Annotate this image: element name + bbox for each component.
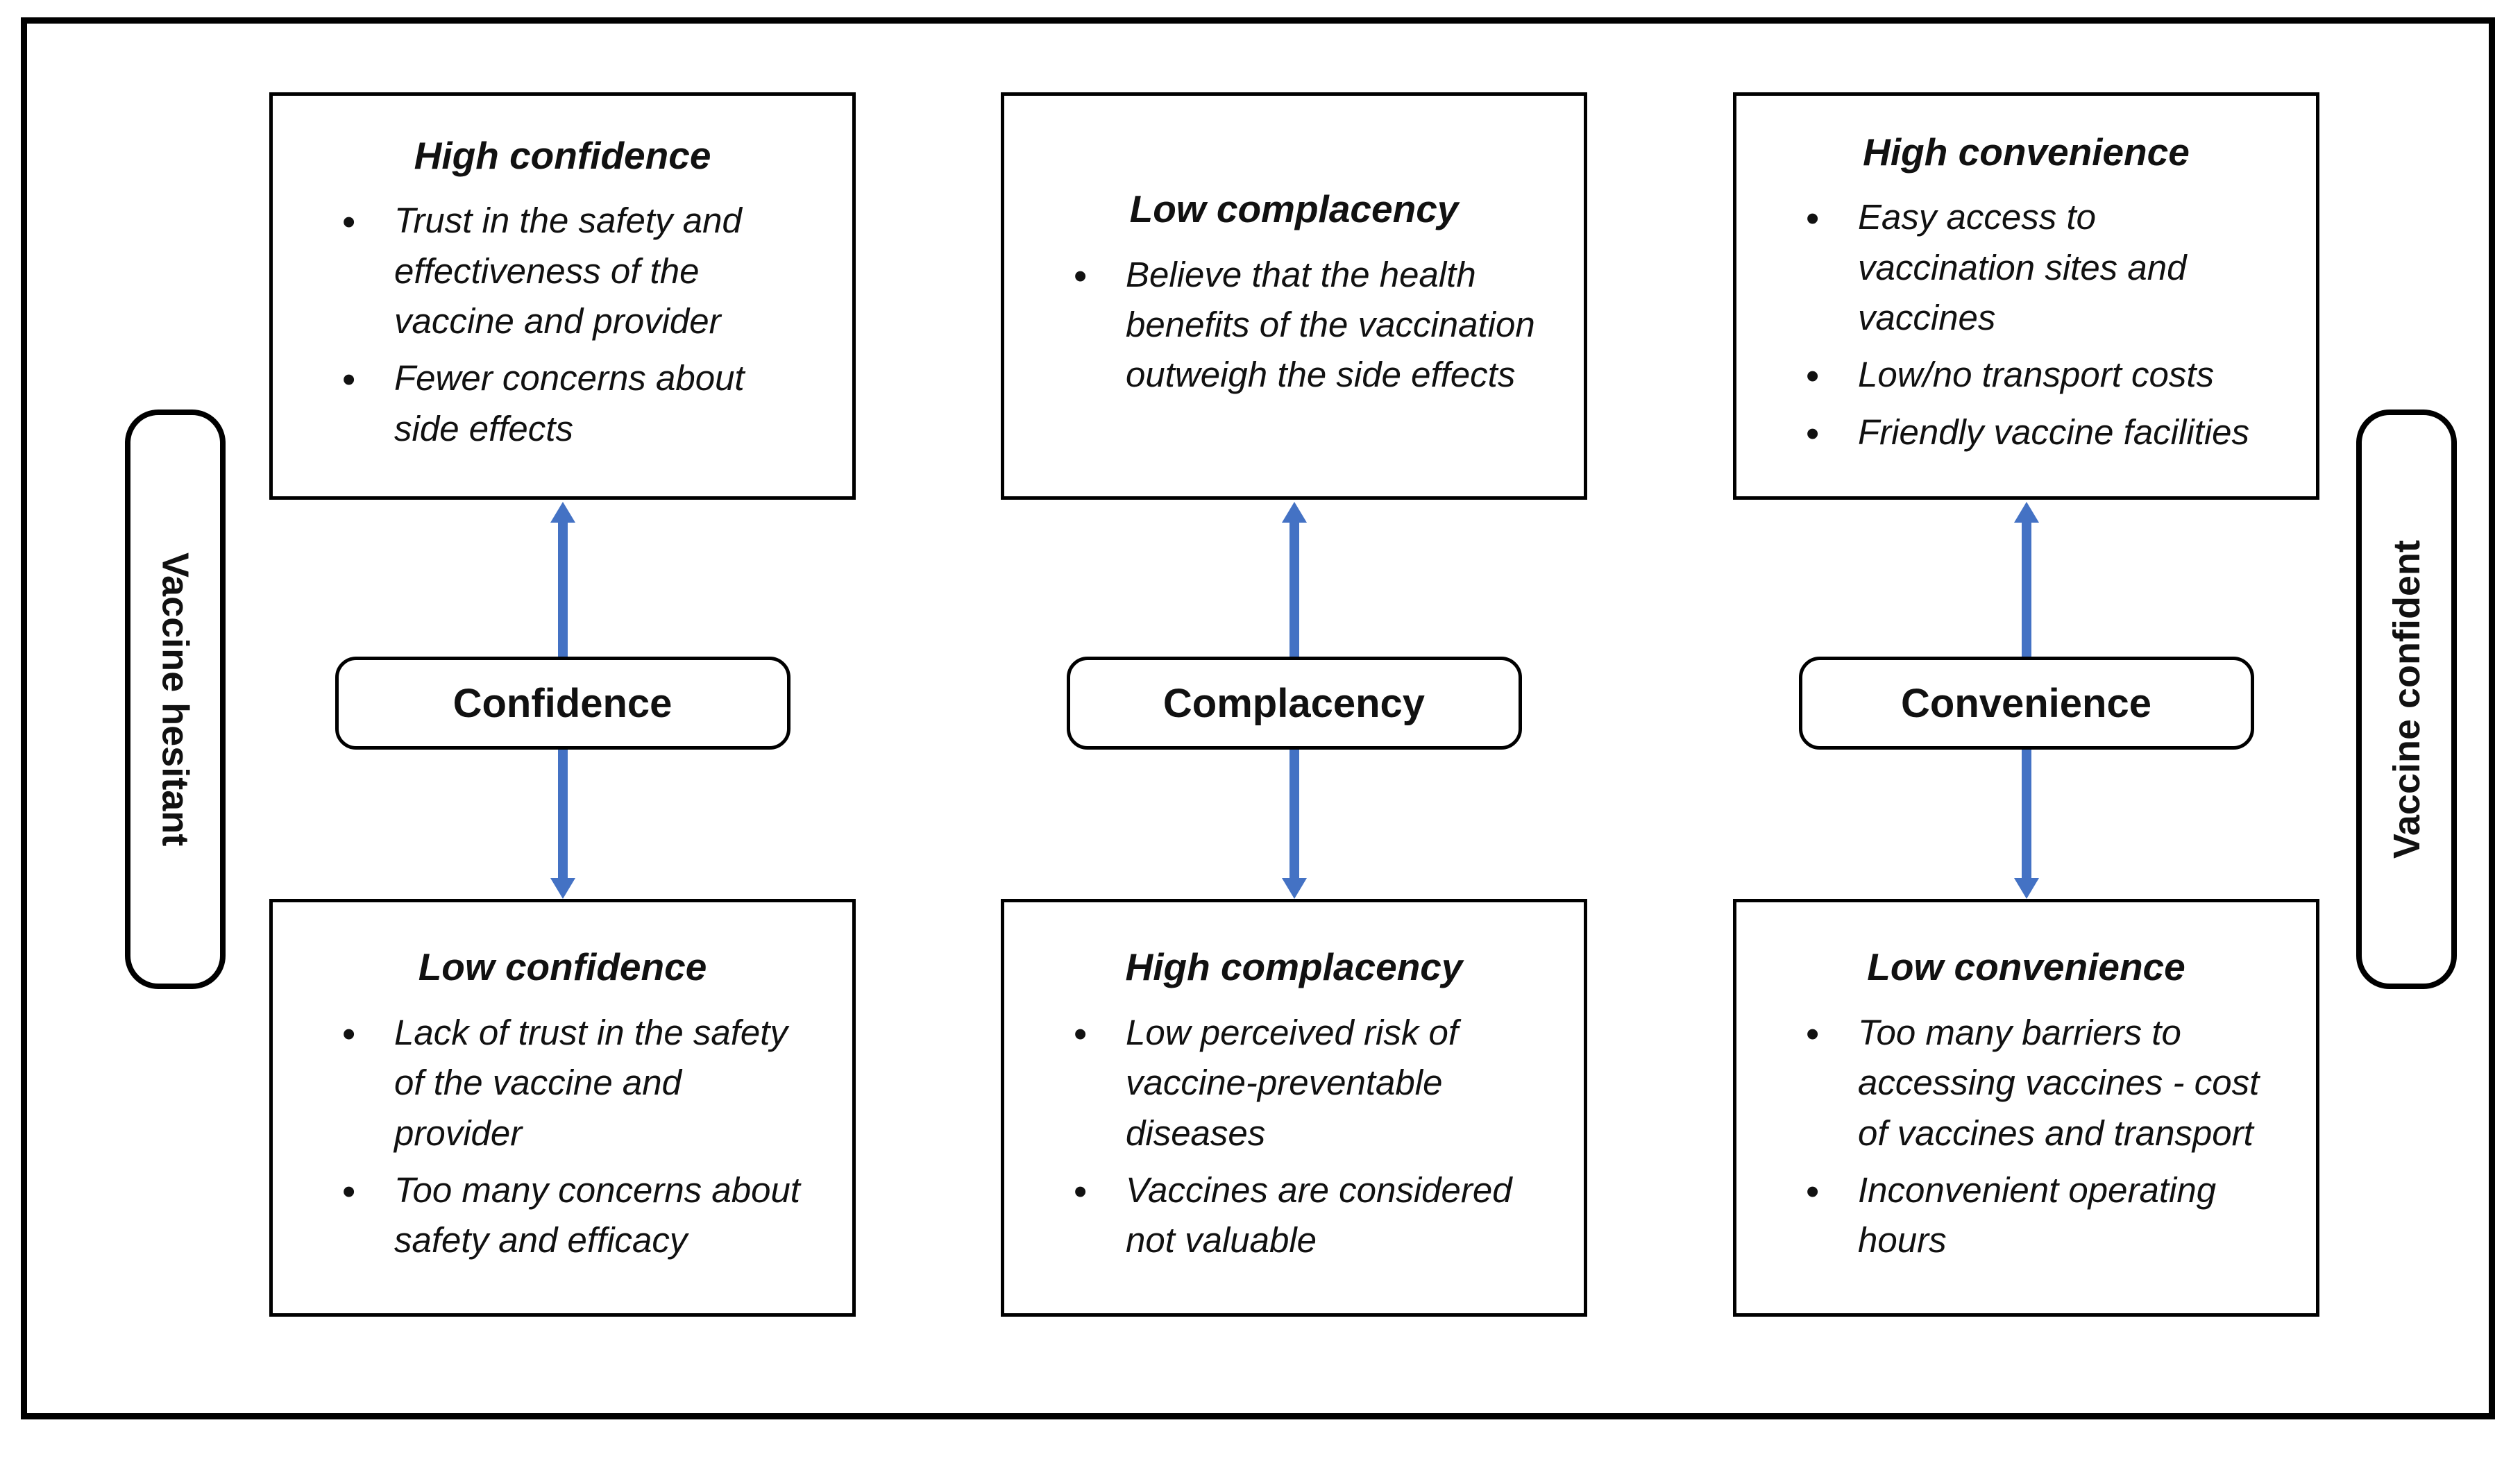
box-low-convenience: Low convenience Too many barriers to acc… [1733, 899, 2319, 1317]
box-title: Low confidence [418, 945, 707, 989]
arrow-up-icon [1281, 502, 1307, 523]
box-title: High confidence [414, 133, 711, 177]
vaccine-hesitant-label: Vaccine hesitant [154, 552, 196, 847]
bullet-list: Believe that the health benefits of the … [1004, 248, 1584, 407]
bullet-list: Too many barriers to accessing vaccines … [1736, 1006, 2316, 1273]
bullet-item: Inconvenient operating hours [1799, 1164, 2274, 1266]
arrow-down-icon [2013, 878, 2039, 899]
bullet-item: Too many concerns about safety and effic… [335, 1164, 811, 1266]
column-confidence: High confidence Trust in the safety and … [269, 24, 856, 1468]
arrow-shaft [2021, 750, 2031, 878]
box-title: High complacency [1125, 945, 1463, 989]
box-high-complacency: High complacency Low perceived risk of v… [1001, 899, 1587, 1317]
bullet-item: Friendly vaccine facilities [1799, 406, 2274, 461]
arrow-down-icon [1281, 878, 1307, 899]
bullet-item: Low/no transport costs [1799, 348, 2274, 403]
convenience-arrow-up [2013, 502, 2039, 657]
arrow-up-icon [2013, 502, 2039, 523]
box-high-confidence: High confidence Trust in the safety and … [269, 92, 856, 500]
bullet-item: Believe that the health benefits of the … [1067, 248, 1542, 400]
bullet-item: Fewer concerns about side effects [335, 352, 811, 454]
bullet-list: Easy access to vaccination sites and vac… [1736, 191, 2316, 464]
diagram-outer-frame: Vaccine hesitant High confidence Trust i… [21, 17, 2495, 1419]
vaccine-confident-label: Vaccine confident [2385, 539, 2428, 859]
arrow-shaft [557, 750, 568, 878]
bullet-item: Too many barriers to accessing vaccines … [1799, 1006, 2274, 1158]
arrow-shaft [1289, 523, 1299, 657]
confidence-arrow-up [550, 502, 575, 657]
factor-label-confidence: Confidence [335, 657, 790, 750]
vaccine-hesitant-pill: Vaccine hesitant [125, 410, 226, 989]
bullet-item: Lack of trust in the safety of the vacci… [335, 1006, 811, 1158]
arrow-shaft [1289, 750, 1299, 878]
box-title: High convenience [1863, 130, 2190, 174]
box-title: Low complacency [1129, 187, 1459, 231]
complacency-arrow-down [1281, 750, 1307, 899]
bullet-item: Low perceived risk of vaccine-preventabl… [1067, 1006, 1542, 1158]
column-convenience: High convenience Easy access to vaccinat… [1733, 24, 2319, 1468]
factor-label-complacency: Complacency [1066, 657, 1522, 750]
bullet-item: Easy access to vaccination sites and vac… [1799, 191, 2274, 343]
complacency-arrow-up [1281, 502, 1307, 657]
bullet-list: Lack of trust in the safety of the vacci… [273, 1006, 852, 1273]
arrow-shaft [557, 523, 568, 657]
box-title: Low convenience [1867, 945, 2185, 989]
arrow-down-icon [550, 878, 575, 899]
confidence-arrow-down [550, 750, 575, 899]
bullet-list: Low perceived risk of vaccine-preventabl… [1004, 1006, 1584, 1273]
arrow-shaft [2021, 523, 2031, 657]
bullet-item: Vaccines are considered not valuable [1067, 1164, 1542, 1266]
vaccine-confident-pill: Vaccine confident [2356, 410, 2457, 989]
box-low-confidence: Low confidence Lack of trust in the safe… [269, 899, 856, 1317]
convenience-arrow-down [2013, 750, 2039, 899]
bullet-item: Trust in the safety and effectiveness of… [335, 194, 811, 346]
bullet-list: Trust in the safety and effectiveness of… [273, 194, 852, 461]
column-complacency: Low complacency Believe that the health … [1001, 24, 1587, 1468]
box-low-complacency: Low complacency Believe that the health … [1001, 92, 1587, 500]
factor-label-convenience: Convenience [1798, 657, 2254, 750]
arrow-up-icon [550, 502, 575, 523]
box-high-convenience: High convenience Easy access to vaccinat… [1733, 92, 2319, 500]
